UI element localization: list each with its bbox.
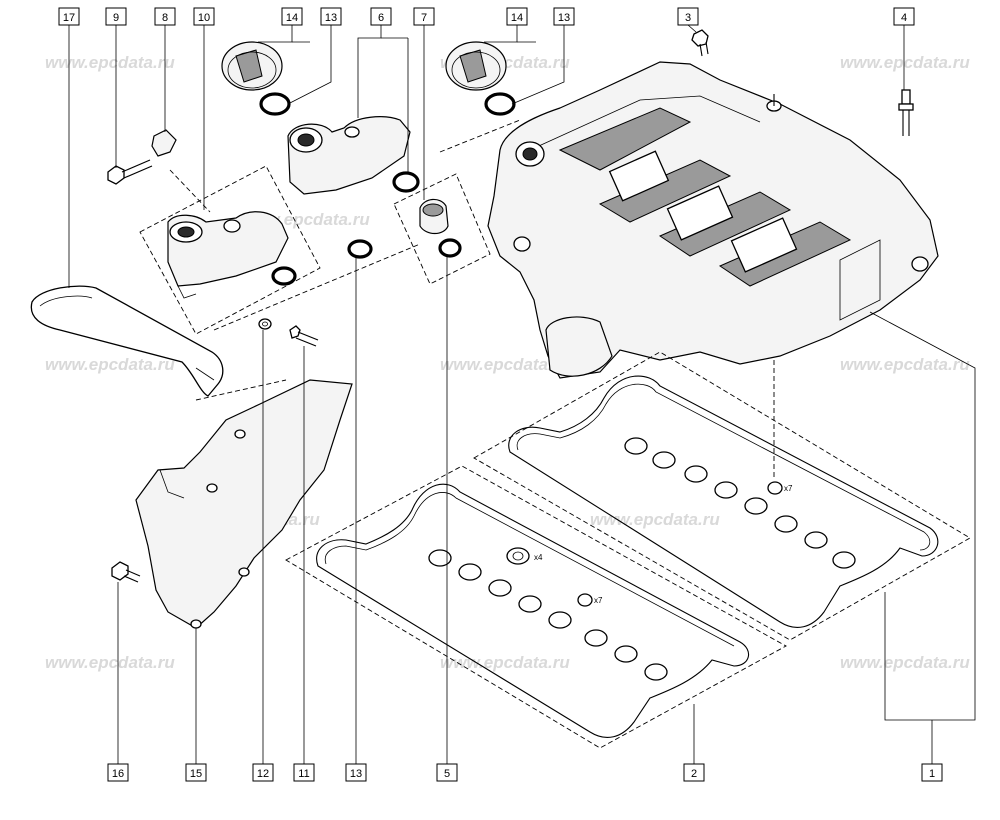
callout-number: 13 xyxy=(325,12,337,24)
callout-7: 7 xyxy=(413,7,435,26)
callout-number: 15 xyxy=(190,768,202,780)
watermark: www.epcdata.ru xyxy=(840,355,970,374)
part-4-stud xyxy=(898,89,914,136)
callout-number: 2 xyxy=(691,768,697,780)
callout-1: 1 xyxy=(921,763,943,782)
callout-13-right: 13 xyxy=(553,7,575,26)
part-6-breather-cover xyxy=(287,116,420,195)
callout-number: 9 xyxy=(113,12,119,24)
watermark: www.epcdata.ru xyxy=(45,355,175,374)
callout-number: 16 xyxy=(112,768,124,780)
part-16-bolt xyxy=(111,561,141,583)
part-11-bolt xyxy=(289,325,319,347)
part-14-oil-cap-left xyxy=(221,41,283,91)
seal-x7-cover: x7 xyxy=(767,481,793,495)
watermark: www.epcdata.ru xyxy=(45,53,175,72)
watermark: www.epcdata.ru xyxy=(840,53,970,72)
callout-9: 9 xyxy=(105,7,127,26)
callout-number: 5 xyxy=(444,768,450,780)
callout-number: 4 xyxy=(901,12,907,24)
callout-number: 6 xyxy=(378,12,384,24)
callout-number: 14 xyxy=(511,12,523,24)
part-17-dipstick-tube xyxy=(30,285,224,397)
callout-number: 10 xyxy=(198,12,210,24)
part-3-bolt xyxy=(691,29,709,57)
callout-number: 3 xyxy=(685,12,691,24)
part-15-timing-cover xyxy=(135,379,353,629)
callout-2: 2 xyxy=(683,763,705,782)
callout-number: 11 xyxy=(298,768,309,780)
callout-number: 12 xyxy=(257,768,269,780)
quantity-label: x4 xyxy=(534,553,543,562)
part-9-bolt xyxy=(107,159,153,185)
watermark: www.epcdata.ru xyxy=(590,510,720,529)
part-13-oring-left xyxy=(259,92,291,116)
part-10-breather-housing xyxy=(167,211,297,299)
seal-x7-gasket: x7 xyxy=(577,593,603,607)
callout-number: 14 xyxy=(286,12,298,24)
callout-8: 8 xyxy=(154,7,176,26)
callout-number: 13 xyxy=(350,768,362,780)
part-2-gasket-rear xyxy=(508,375,939,628)
callout-10: 10 xyxy=(193,7,215,26)
part-14-oil-cap-right xyxy=(445,41,507,91)
dashed-guides xyxy=(139,119,971,749)
callout-13-bottom: 13 xyxy=(345,763,367,782)
callout-5: 5 xyxy=(436,763,458,782)
seal-x4: x4 xyxy=(506,547,543,565)
part-2-well-seals-front xyxy=(428,549,668,681)
callout-13-left: 13 xyxy=(320,7,342,26)
callout-4: 4 xyxy=(893,7,915,26)
callout-16: 16 xyxy=(107,763,129,782)
callout-number: 17 xyxy=(63,12,75,24)
callout-3: 3 xyxy=(677,7,699,26)
leader-lines xyxy=(68,24,976,764)
watermark: www.epcdata.ru xyxy=(440,653,570,672)
callout-number: 13 xyxy=(558,12,570,24)
part-2-well-seals-rear xyxy=(624,437,856,569)
part-5-oring xyxy=(438,238,462,258)
callout-11: 11 xyxy=(293,763,315,782)
watermark: www.epcdata.ru xyxy=(440,355,570,374)
callout-14-right: 14 xyxy=(506,7,528,26)
part-7-valve xyxy=(419,198,449,235)
part-12-washer xyxy=(258,318,272,330)
callout-12: 12 xyxy=(252,763,274,782)
watermark: www.epcdata.ru xyxy=(840,653,970,672)
callout-number: 1 xyxy=(929,768,935,780)
watermark: www.epcdata.ru xyxy=(45,653,175,672)
quantity-label: x7 xyxy=(784,484,793,493)
callout-number: 7 xyxy=(421,12,427,24)
part-13-oring-right xyxy=(484,92,516,116)
callout-15: 15 xyxy=(185,763,207,782)
part-13-oring-middle xyxy=(347,239,373,259)
part-2-gasket-front xyxy=(316,483,750,738)
part-1-manifold-cover xyxy=(487,61,939,379)
callout-14-left: 14 xyxy=(281,7,303,26)
callout-number: 8 xyxy=(162,12,168,24)
part-8-clip xyxy=(151,129,177,157)
quantity-label: x7 xyxy=(594,596,603,605)
callout-17: 17 xyxy=(58,7,80,26)
callout-6: 6 xyxy=(370,7,392,26)
